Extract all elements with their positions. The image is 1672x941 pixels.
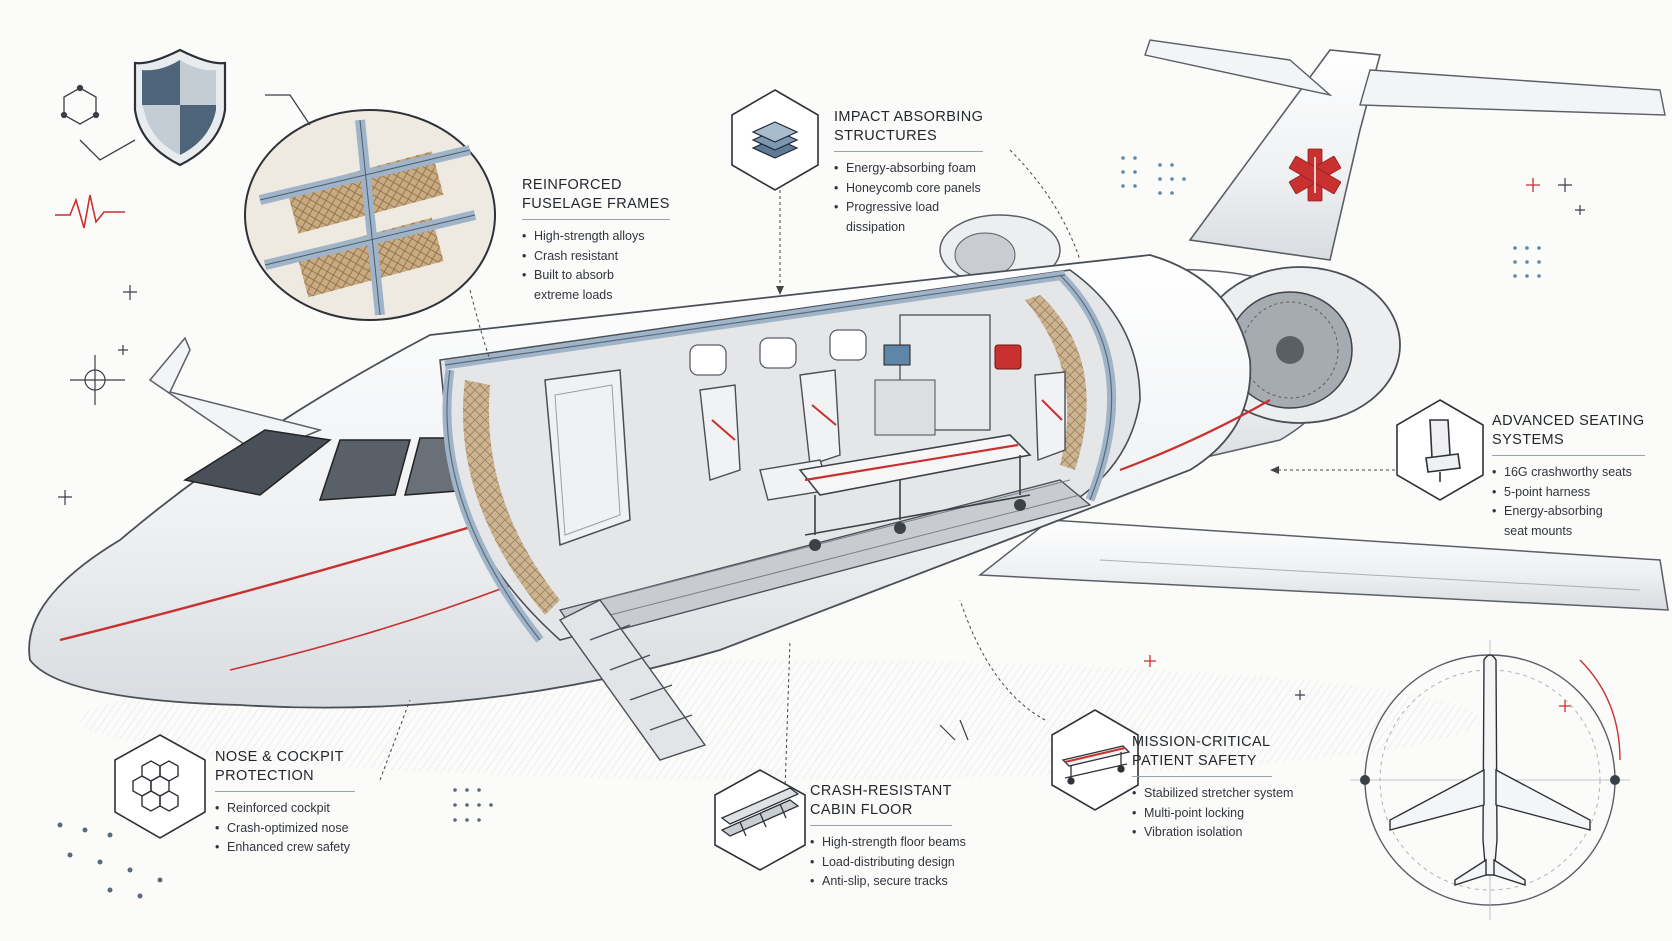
insulation-foam bbox=[462, 295, 1087, 615]
list-item: dissipation bbox=[846, 219, 906, 234]
list-item: Progressive load bbox=[834, 198, 1094, 218]
callout-title: REINFORCED FUSELAGE FRAMES bbox=[522, 176, 670, 220]
list-item: Reinforced cockpit bbox=[215, 799, 475, 819]
callout-title: ADVANCED SEATING SYSTEMS bbox=[1492, 412, 1645, 456]
dot-grid-top bbox=[1121, 156, 1541, 278]
callout-list: High-strength alloys Crash resistant Bui… bbox=[522, 227, 782, 305]
seat-icon bbox=[1425, 419, 1461, 482]
callout-list: High-strength floor beams Load-distribut… bbox=[810, 833, 1070, 892]
cabin-door bbox=[544, 369, 631, 547]
list-item: High-strength alloys bbox=[522, 227, 782, 247]
list-item: seat mounts bbox=[1504, 523, 1573, 538]
list-item: 16G crashworthy seats bbox=[1492, 463, 1667, 483]
list-item: Crash-optimized nose bbox=[215, 819, 475, 839]
dot-grid-bottom bbox=[57, 788, 493, 899]
list-item: 5-point harness bbox=[1492, 483, 1667, 503]
horizontal-stabilizer bbox=[1144, 39, 1333, 97]
cabin-windows bbox=[689, 329, 867, 376]
list-item: Energy-absorbing foam bbox=[834, 159, 1094, 179]
star-of-life-icon bbox=[1288, 148, 1342, 202]
list-item: High-strength floor beams bbox=[810, 833, 1070, 853]
list-item: Vibration isolation bbox=[1132, 823, 1392, 843]
drafting-marks bbox=[58, 178, 1585, 741]
list-item: Crash resistant bbox=[522, 247, 782, 267]
callout-title: CRASH-RESISTANT CABIN FLOOR bbox=[810, 782, 952, 826]
heartbeat-line bbox=[55, 194, 125, 229]
callout-list: Stabilized stretcher system Multi-point … bbox=[1132, 784, 1392, 843]
list-item: Stabilized stretcher system bbox=[1132, 784, 1392, 804]
stretcher bbox=[798, 434, 1032, 551]
callout-list: Reinforced cockpit Crash-optimized nose … bbox=[215, 799, 475, 858]
list-item: Energy-absorbing bbox=[1492, 502, 1667, 522]
callout-title: NOSE & COCKPIT PROTECTION bbox=[215, 748, 355, 792]
cabin-seats bbox=[699, 369, 1066, 501]
molecule-icon bbox=[60, 84, 311, 161]
hex-nose bbox=[114, 734, 206, 839]
callout-mission-critical-patient-safety: MISSION-CRITICAL PATIENT SAFETY Stabiliz… bbox=[1132, 733, 1392, 843]
shield-icon bbox=[133, 48, 227, 167]
right-wing bbox=[977, 519, 1669, 611]
callout-title: IMPACT ABSORBING STRUCTURES bbox=[834, 108, 984, 152]
floor-beams-icon bbox=[720, 787, 800, 837]
frame-detail-inset bbox=[244, 109, 496, 321]
callout-reinforced-fuselage-frames: REINFORCED FUSELAGE FRAMES High-strength… bbox=[522, 176, 782, 305]
callout-advanced-seating-systems: ADVANCED SEATING SYSTEMS 16G crashworthy… bbox=[1492, 412, 1667, 541]
airstair bbox=[558, 599, 707, 761]
callout-crash-resistant-cabin-floor: CRASH-RESISTANT CABIN FLOOR High-strengt… bbox=[810, 782, 1070, 892]
list-item: Built to absorb bbox=[522, 266, 782, 286]
callout-list: Energy-absorbing foam Honeycomb core pan… bbox=[834, 159, 1094, 237]
compass-aircraft-icon bbox=[1350, 640, 1630, 920]
layers-icon bbox=[751, 121, 799, 159]
list-item: extreme loads bbox=[534, 287, 613, 302]
callout-impact-absorbing-structures: IMPACT ABSORBING STRUCTURES Energy-absor… bbox=[834, 108, 1094, 237]
list-item: Load-distributing design bbox=[810, 853, 1070, 873]
list-item: Enhanced crew safety bbox=[215, 838, 475, 858]
list-item: Anti-slip, secure tracks bbox=[810, 872, 1070, 892]
honeycomb-icon bbox=[132, 760, 179, 812]
list-item: Multi-point locking bbox=[1132, 804, 1392, 824]
callout-nose-cockpit-protection: NOSE & COCKPIT PROTECTION Reinforced coc… bbox=[215, 748, 475, 858]
list-item: Honeycomb core panels bbox=[834, 179, 1094, 199]
callout-list: 16G crashworthy seats 5-point harness En… bbox=[1492, 463, 1667, 541]
medical-cabinets bbox=[874, 314, 1022, 436]
stretcher-icon bbox=[1061, 745, 1131, 785]
callout-title: MISSION-CRITICAL PATIENT SAFETY bbox=[1132, 733, 1272, 777]
